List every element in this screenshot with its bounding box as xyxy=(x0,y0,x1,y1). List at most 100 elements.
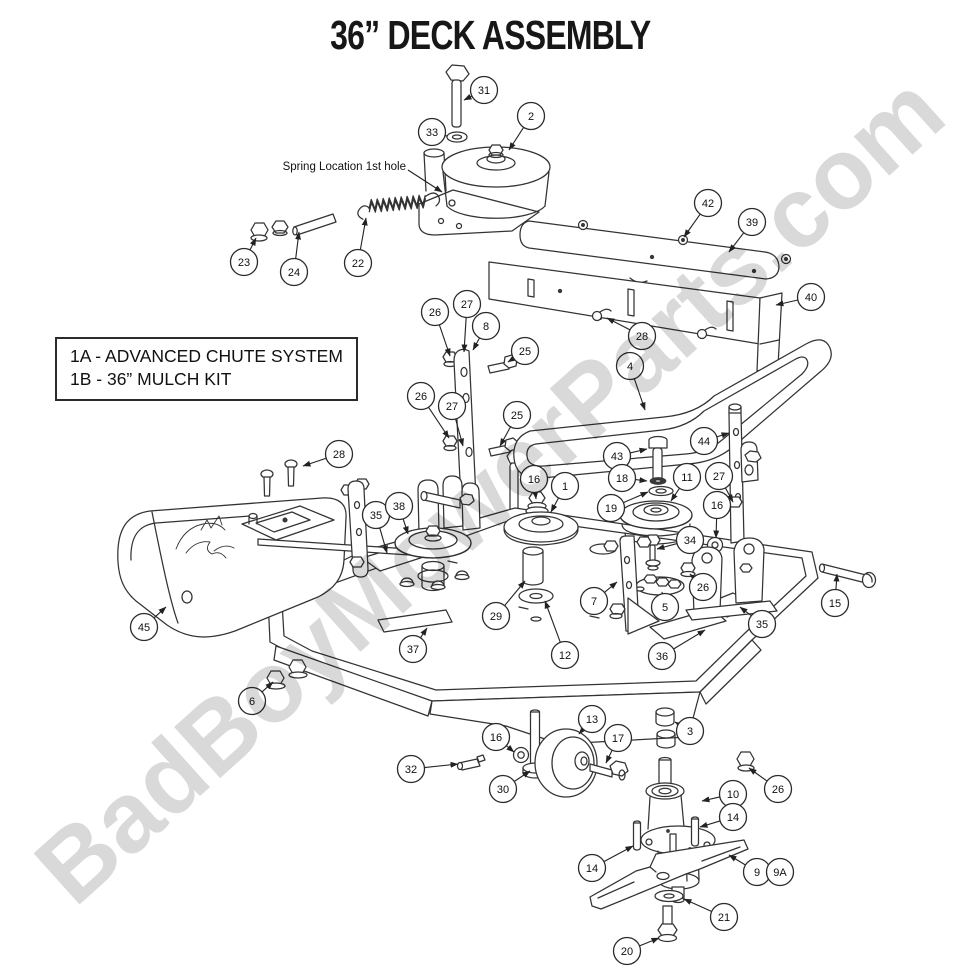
caster-wheel-assembly xyxy=(456,709,629,798)
part-31-hex-bolt xyxy=(445,64,470,128)
leader-line-3 xyxy=(674,721,683,729)
leader-line-21 xyxy=(683,898,712,912)
spring-label-leader-line xyxy=(407,169,443,193)
part-9-mower-blade xyxy=(589,839,749,943)
spring-location-label: Spring Location 1st hole xyxy=(282,161,406,173)
callout-33: 33 xyxy=(417,117,447,147)
leader-line-14 xyxy=(603,845,634,863)
callout-6: 6 xyxy=(237,686,267,716)
leader-line-27 xyxy=(461,317,468,353)
svg-text:8: 8 xyxy=(483,321,489,333)
svg-text:36: 36 xyxy=(656,651,668,663)
svg-text:27: 27 xyxy=(713,471,725,483)
part-7-support-bar xyxy=(603,535,660,635)
leader-line-6 xyxy=(261,681,274,693)
part-44-support-strap xyxy=(685,403,778,621)
svg-text:25: 25 xyxy=(519,346,531,358)
callout-3: 3 xyxy=(675,716,705,746)
svg-text:5: 5 xyxy=(662,602,668,614)
svg-text:31: 31 xyxy=(478,85,490,97)
leader-line-4 xyxy=(633,378,646,411)
kit-note-box: 1A - ADVANCED CHUTE SYSTEM 1B - 36” MULC… xyxy=(55,337,358,401)
leader-line-14 xyxy=(699,820,721,828)
part-28-screws-upper xyxy=(591,308,717,340)
leader-line-29 xyxy=(504,580,526,606)
svg-text:12: 12 xyxy=(559,650,571,662)
part-45-discharge-chute xyxy=(117,459,441,638)
callout-21: 21 xyxy=(709,902,739,932)
leader-line-44 xyxy=(716,432,730,439)
svg-text:25: 25 xyxy=(511,410,523,422)
leader-line-27 xyxy=(724,487,734,503)
leader-line-16 xyxy=(532,491,539,500)
leader-line-23 xyxy=(249,237,257,251)
leader-line-42 xyxy=(683,213,701,238)
part-2-idler-pulley-assembly xyxy=(418,144,551,236)
leader-line-25 xyxy=(499,426,511,447)
callout-27: 27 xyxy=(437,391,467,421)
svg-text:21: 21 xyxy=(718,912,730,924)
leader-line-35 xyxy=(739,606,752,617)
callout-14: 14 xyxy=(577,853,607,883)
leader-line-31 xyxy=(463,93,473,101)
svg-text:3: 3 xyxy=(687,726,693,738)
callout-28: 28 xyxy=(627,321,657,351)
svg-text:13: 13 xyxy=(586,714,598,726)
svg-text:32: 32 xyxy=(405,764,417,776)
svg-text:14: 14 xyxy=(586,863,598,875)
leader-line-8 xyxy=(472,337,481,351)
svg-text:19: 19 xyxy=(605,503,617,515)
part-1-spindle-pulley xyxy=(503,491,579,604)
callout-2: 2 xyxy=(516,101,546,131)
leader-line-20 xyxy=(639,937,660,947)
svg-text:16: 16 xyxy=(490,732,502,744)
leader-line-26 xyxy=(689,573,698,582)
svg-text:24: 24 xyxy=(288,267,300,279)
svg-text:35: 35 xyxy=(370,510,382,522)
leader-line-9 xyxy=(728,854,746,866)
part-4-deck-belt xyxy=(513,339,832,479)
callout-35: 35 xyxy=(747,609,777,639)
callout-17: 17 xyxy=(603,723,633,753)
callout-16: 16 xyxy=(519,464,549,494)
svg-text:26: 26 xyxy=(415,391,427,403)
svg-text:9A: 9A xyxy=(773,867,787,879)
svg-text:34: 34 xyxy=(684,535,696,547)
callout-26: 26 xyxy=(688,572,718,602)
callout-11: 11 xyxy=(672,462,702,492)
svg-text:7: 7 xyxy=(591,596,597,608)
callout-26: 26 xyxy=(406,381,436,411)
part-22-extension-spring xyxy=(357,192,441,220)
leader-line-37 xyxy=(420,627,428,639)
leader-line-1 xyxy=(550,497,560,513)
leader-line-18 xyxy=(635,477,648,484)
leader-line-34 xyxy=(656,543,678,550)
svg-text:45: 45 xyxy=(138,622,150,634)
callout-27: 27 xyxy=(704,461,734,491)
leader-line-2 xyxy=(508,127,525,151)
leader-line-45 xyxy=(153,606,167,619)
callout-34: 34 xyxy=(675,525,705,555)
leader-line-28 xyxy=(606,317,631,331)
callout-10: 10 xyxy=(718,779,748,809)
svg-text:38: 38 xyxy=(393,501,405,513)
svg-text:28: 28 xyxy=(636,331,648,343)
svg-text:15: 15 xyxy=(829,598,841,610)
callout-15: 15 xyxy=(820,588,850,618)
callout-16: 16 xyxy=(481,722,511,752)
svg-text:16: 16 xyxy=(528,474,540,486)
leader-line-26 xyxy=(438,324,451,357)
svg-text:9: 9 xyxy=(754,867,760,879)
badboy-logo-scribble xyxy=(175,515,235,559)
part-26-flange-nuts-deck xyxy=(680,562,753,578)
note-line-mulch-kit: 1B - 36” MULCH KIT xyxy=(70,369,232,389)
svg-text:27: 27 xyxy=(461,299,473,311)
leader-line-16 xyxy=(506,744,515,753)
callout-35: 35 xyxy=(361,500,391,530)
svg-text:30: 30 xyxy=(497,784,509,796)
callout-42: 42 xyxy=(693,188,723,218)
svg-text:35: 35 xyxy=(756,619,768,631)
part-38-center-pulley-assembly xyxy=(394,475,481,592)
